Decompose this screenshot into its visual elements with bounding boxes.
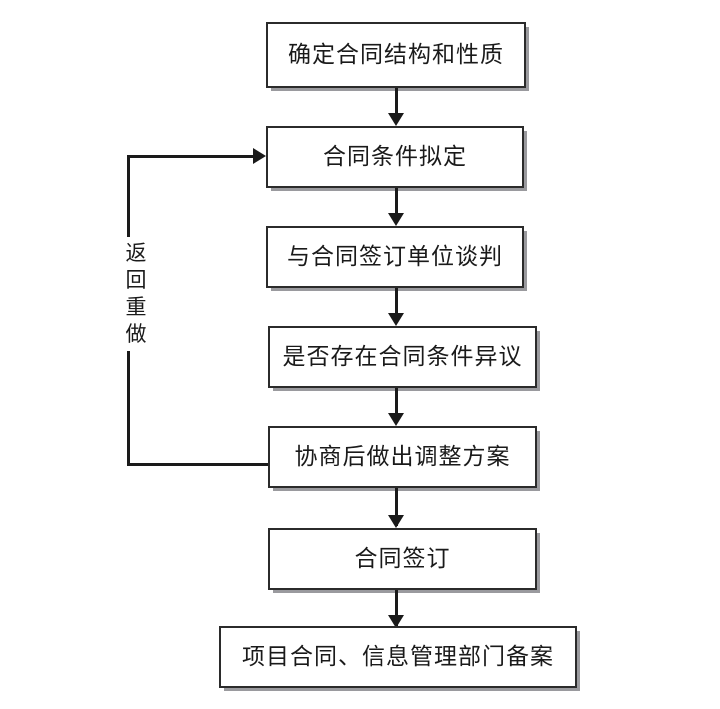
connector-n6-n7-arrow-icon [388,615,404,628]
flow-node-label: 是否存在合同条件异议 [282,343,523,370]
flow-node-determine-contract-structure[interactable]: 确定合同结构和性质 [266,22,526,88]
connector-n3-n4-arrow-icon [388,313,404,326]
flow-node-negotiate-with-signing-party[interactable]: 与合同签订单位谈判 [266,226,524,288]
flow-node-label: 合同条件拟定 [323,143,467,170]
flow-node-label: 确定合同结构和性质 [288,41,504,68]
connector-n6-n7-line [395,590,398,628]
flow-node-draft-contract-terms[interactable]: 合同条件拟定 [266,126,524,188]
feedback-loop-top-segment [127,155,257,158]
connector-n1-n2-arrow-icon [388,113,404,126]
flow-node-label: 项目合同、信息管理部门备案 [242,643,554,670]
connector-n5-n6-line [395,488,398,526]
feedback-loop-label: 返回重做 [122,237,150,351]
flow-node-file-with-contract-info-department[interactable]: 项目合同、信息管理部门备案 [219,626,577,688]
flow-node-label: 与合同签订单位谈判 [287,243,503,270]
connector-n4-n5-line [395,388,398,422]
connector-n4-n5-arrow-icon [388,413,404,426]
flow-node-contract-signing[interactable]: 合同签订 [268,528,537,590]
connector-n3-n4-line [395,288,398,322]
flow-node-adjustment-plan-after-negotiation[interactable]: 协商后做出调整方案 [268,426,537,488]
connector-n5-n6-arrow-icon [388,515,404,528]
flow-node-contract-terms-objection-check[interactable]: 是否存在合同条件异议 [268,326,537,388]
flow-node-label: 合同签订 [354,545,451,572]
connector-n2-n3-arrow-icon [388,213,404,226]
connector-n2-n3-line [395,188,398,222]
connector-n1-n2-line [395,88,398,120]
feedback-loop-bottom-segment [127,463,268,466]
feedback-loop-arrow-icon [253,148,266,164]
flow-node-label: 协商后做出调整方案 [294,443,511,470]
